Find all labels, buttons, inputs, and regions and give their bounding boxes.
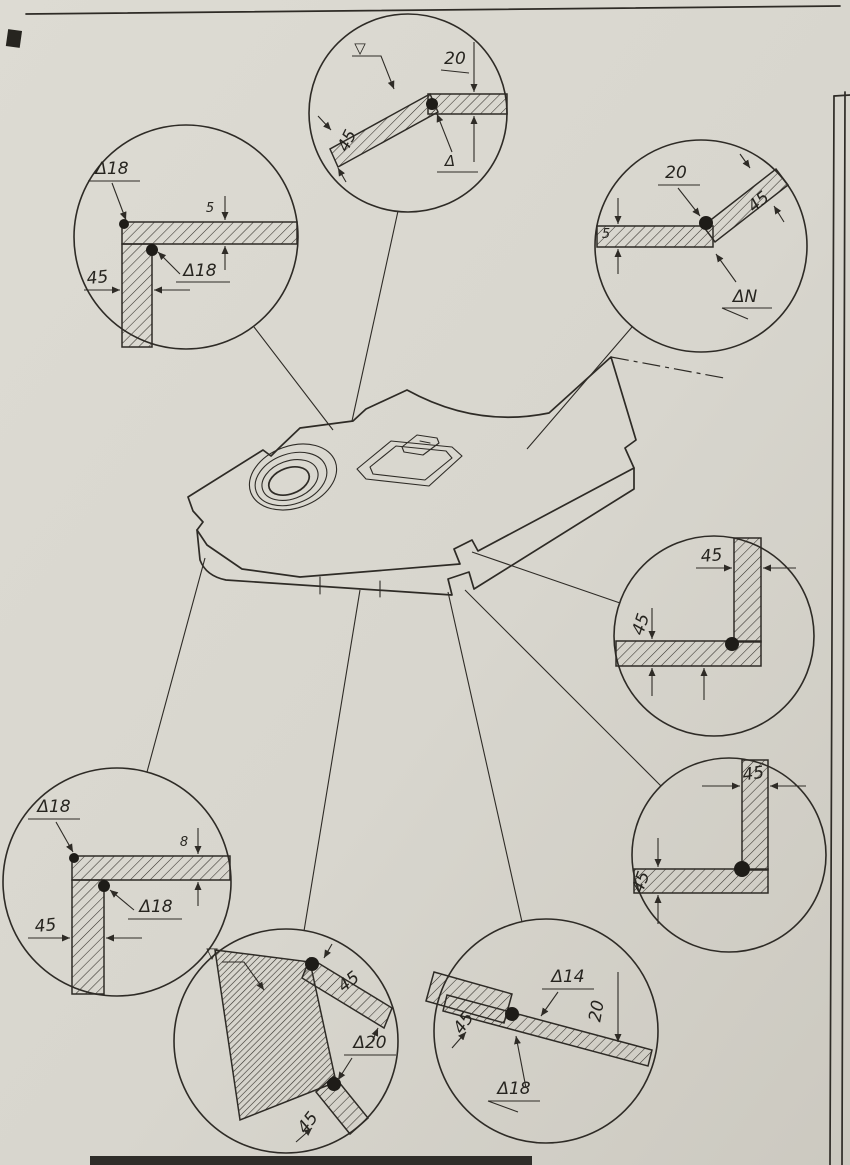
plate-section (71, 879, 105, 995)
weld-flag-icon: Δ (444, 152, 455, 170)
weld-size-label: Δ18 (35, 797, 70, 817)
detail-circle (2, 767, 232, 997)
hull-top-face-outline (187, 356, 637, 578)
leader-line (351, 210, 399, 422)
plate-section (427, 93, 508, 115)
dim-label: 45 (86, 267, 110, 289)
sheet-frame (5, 5, 850, 1165)
hull-thickness-band (196, 467, 635, 596)
weld-bead (305, 957, 319, 971)
weld-bead (699, 216, 713, 230)
dim-label: 45 (34, 915, 58, 937)
round-hatch-ring (248, 443, 338, 511)
weld-bead (505, 1007, 519, 1021)
weld-bead (327, 1077, 341, 1091)
detail-circle (594, 139, 808, 353)
plate-section (633, 868, 769, 894)
leader-line (526, 326, 633, 450)
dim-label: 45 (700, 545, 723, 567)
callout-bottom-left: Δ18 8 Δ18 45 (2, 767, 232, 997)
dim-label: 5 (602, 227, 610, 242)
leader-line (303, 589, 361, 932)
weld-bead (734, 861, 750, 877)
plate-section (121, 243, 153, 348)
plate-section (615, 640, 762, 667)
detail-circle (173, 928, 399, 1154)
callout-bottom-center: ▽ 45 Δ20 45 (173, 928, 399, 1154)
leader-line (447, 591, 523, 923)
callout-top-center: 20 ▽ 45 Δ (308, 13, 508, 213)
weld-size-label: Δ18 (181, 261, 216, 281)
plate-section (596, 225, 714, 248)
plate-section (701, 167, 790, 244)
callout-upper-left: Δ18 5 Δ18 45 (73, 124, 299, 350)
dim-label: 20 (444, 49, 466, 69)
rectangular-hatch (356, 434, 463, 487)
detail-circle (613, 535, 815, 737)
registration-mark (5, 29, 23, 48)
weld-size-label: Δ14 (549, 967, 584, 987)
weld-size-label: Δ18 (93, 159, 128, 179)
weld-bead (119, 219, 129, 229)
scan-edge-strip (90, 1156, 532, 1165)
dim-label: 20 (585, 999, 608, 1024)
weld-bead (725, 637, 739, 651)
plate-section (425, 971, 513, 1024)
plate-section (301, 956, 393, 1030)
plate-section (741, 759, 769, 871)
dim-label: 45 (741, 763, 765, 786)
callout-upper-right: 20 45 5 ΔN (594, 139, 808, 353)
weld-size-label: Δ18 (137, 897, 172, 917)
weld-bead (426, 98, 438, 110)
weld-flag-icon: ▽ (206, 944, 218, 962)
dim-label: 20 (665, 163, 687, 183)
plate-section (314, 1074, 370, 1136)
leader-lines (146, 210, 662, 932)
detail-circle (433, 918, 659, 1144)
detail-circle (73, 124, 299, 350)
plate-section (733, 537, 762, 643)
plate-section (121, 221, 298, 245)
weld-flag-icon: ▽ (354, 39, 366, 57)
leader-line (464, 589, 662, 787)
detail-circle (631, 757, 827, 953)
leader-line (146, 557, 206, 773)
dim-label: 5 (206, 201, 214, 216)
leader-line (253, 326, 334, 431)
weld-bead (69, 853, 79, 863)
weld-bead (98, 880, 110, 892)
weld-size-label: Δ20 (351, 1033, 386, 1053)
weld-size-label: ΔN (731, 287, 758, 307)
weld-bead (146, 244, 158, 256)
leader-line (471, 551, 621, 604)
central-isometric-view (187, 356, 725, 598)
weld-size-label: Δ18 (495, 1079, 530, 1099)
plate-section (71, 855, 231, 881)
dim-label: 8 (180, 835, 188, 850)
continuation-centerline (610, 356, 725, 379)
callout-right-middle: 45 45 (613, 535, 815, 737)
